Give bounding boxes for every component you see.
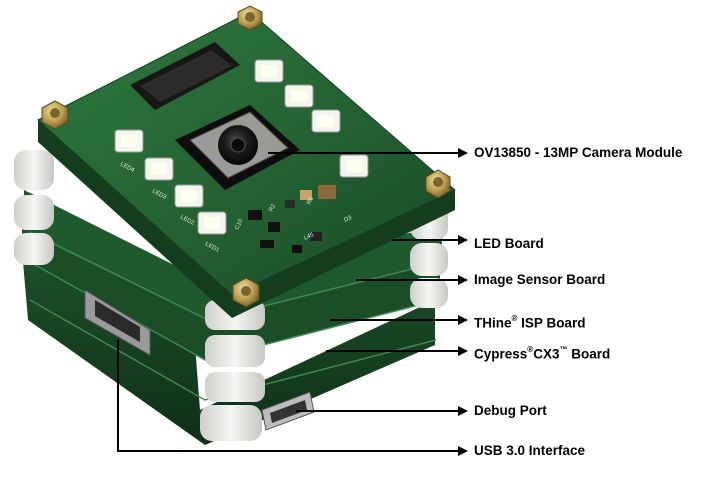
brass-nut-left (41, 100, 69, 130)
led-chip (284, 84, 314, 108)
led-chip (197, 211, 227, 235)
leader-image-sensor-board (356, 275, 468, 285)
trademark-mark: ™ (559, 345, 568, 354)
leader-camera-module (268, 148, 468, 158)
label-camera-module: OV13850 - 13MP Camera Module (474, 145, 683, 160)
spacer-front (200, 300, 265, 441)
leader-lines (117, 148, 468, 456)
leader-debug-port (296, 406, 468, 416)
label-led-board: LED Board (474, 236, 544, 251)
led-array (114, 59, 369, 235)
brass-nut-top (237, 5, 263, 31)
brass-nut-right (425, 169, 451, 199)
label-usb-interface: USB 3.0 Interface (474, 443, 586, 458)
label-isp-rest: ISP Board (517, 315, 586, 331)
led-chip (144, 157, 174, 181)
smd-components (248, 185, 336, 253)
led-chip (311, 109, 341, 133)
label-debug-port: Debug Port (474, 403, 547, 418)
usb3-connector (84, 289, 151, 356)
spacer-left (14, 150, 54, 265)
registered-mark: ® (511, 314, 518, 323)
silk-r2: R2 (268, 203, 277, 213)
leader-usb-interface (117, 340, 468, 456)
brass-nut-front (232, 277, 260, 308)
label-image-sensor-board: Image Sensor Board (474, 272, 606, 287)
label-isp-board: THine® ISP Board (474, 312, 585, 332)
led-chip (339, 154, 369, 178)
brass-standoffs (41, 5, 451, 308)
label-cx3-product: CX3 (533, 346, 560, 362)
camera-module (175, 105, 300, 190)
isp-board-edge (22, 220, 440, 360)
leader-led-board (392, 235, 468, 245)
label-cx3-board: Cypress®CX3™ Board (474, 343, 610, 363)
led-chip (174, 184, 204, 208)
led-board-top: LED1 LED2 LED3 LED4 C10 R2 L45 D3 R6 (37, 5, 456, 318)
silk-d3: D3 (343, 215, 353, 224)
leader-cx3-board (326, 346, 468, 356)
label-cx3-brand: Cypress (474, 346, 528, 362)
label-cx3-rest: Board (567, 346, 611, 362)
silk-r6: R6 (306, 196, 315, 206)
silk-c10: C10 (234, 218, 244, 231)
label-isp-brand: THine (474, 315, 512, 331)
led-chip (114, 129, 144, 153)
leader-isp-board (330, 315, 468, 325)
registered-mark: ® (527, 345, 534, 354)
pin-header (130, 42, 240, 110)
silk-l45: L45 (303, 232, 315, 242)
led-chip (254, 59, 284, 83)
